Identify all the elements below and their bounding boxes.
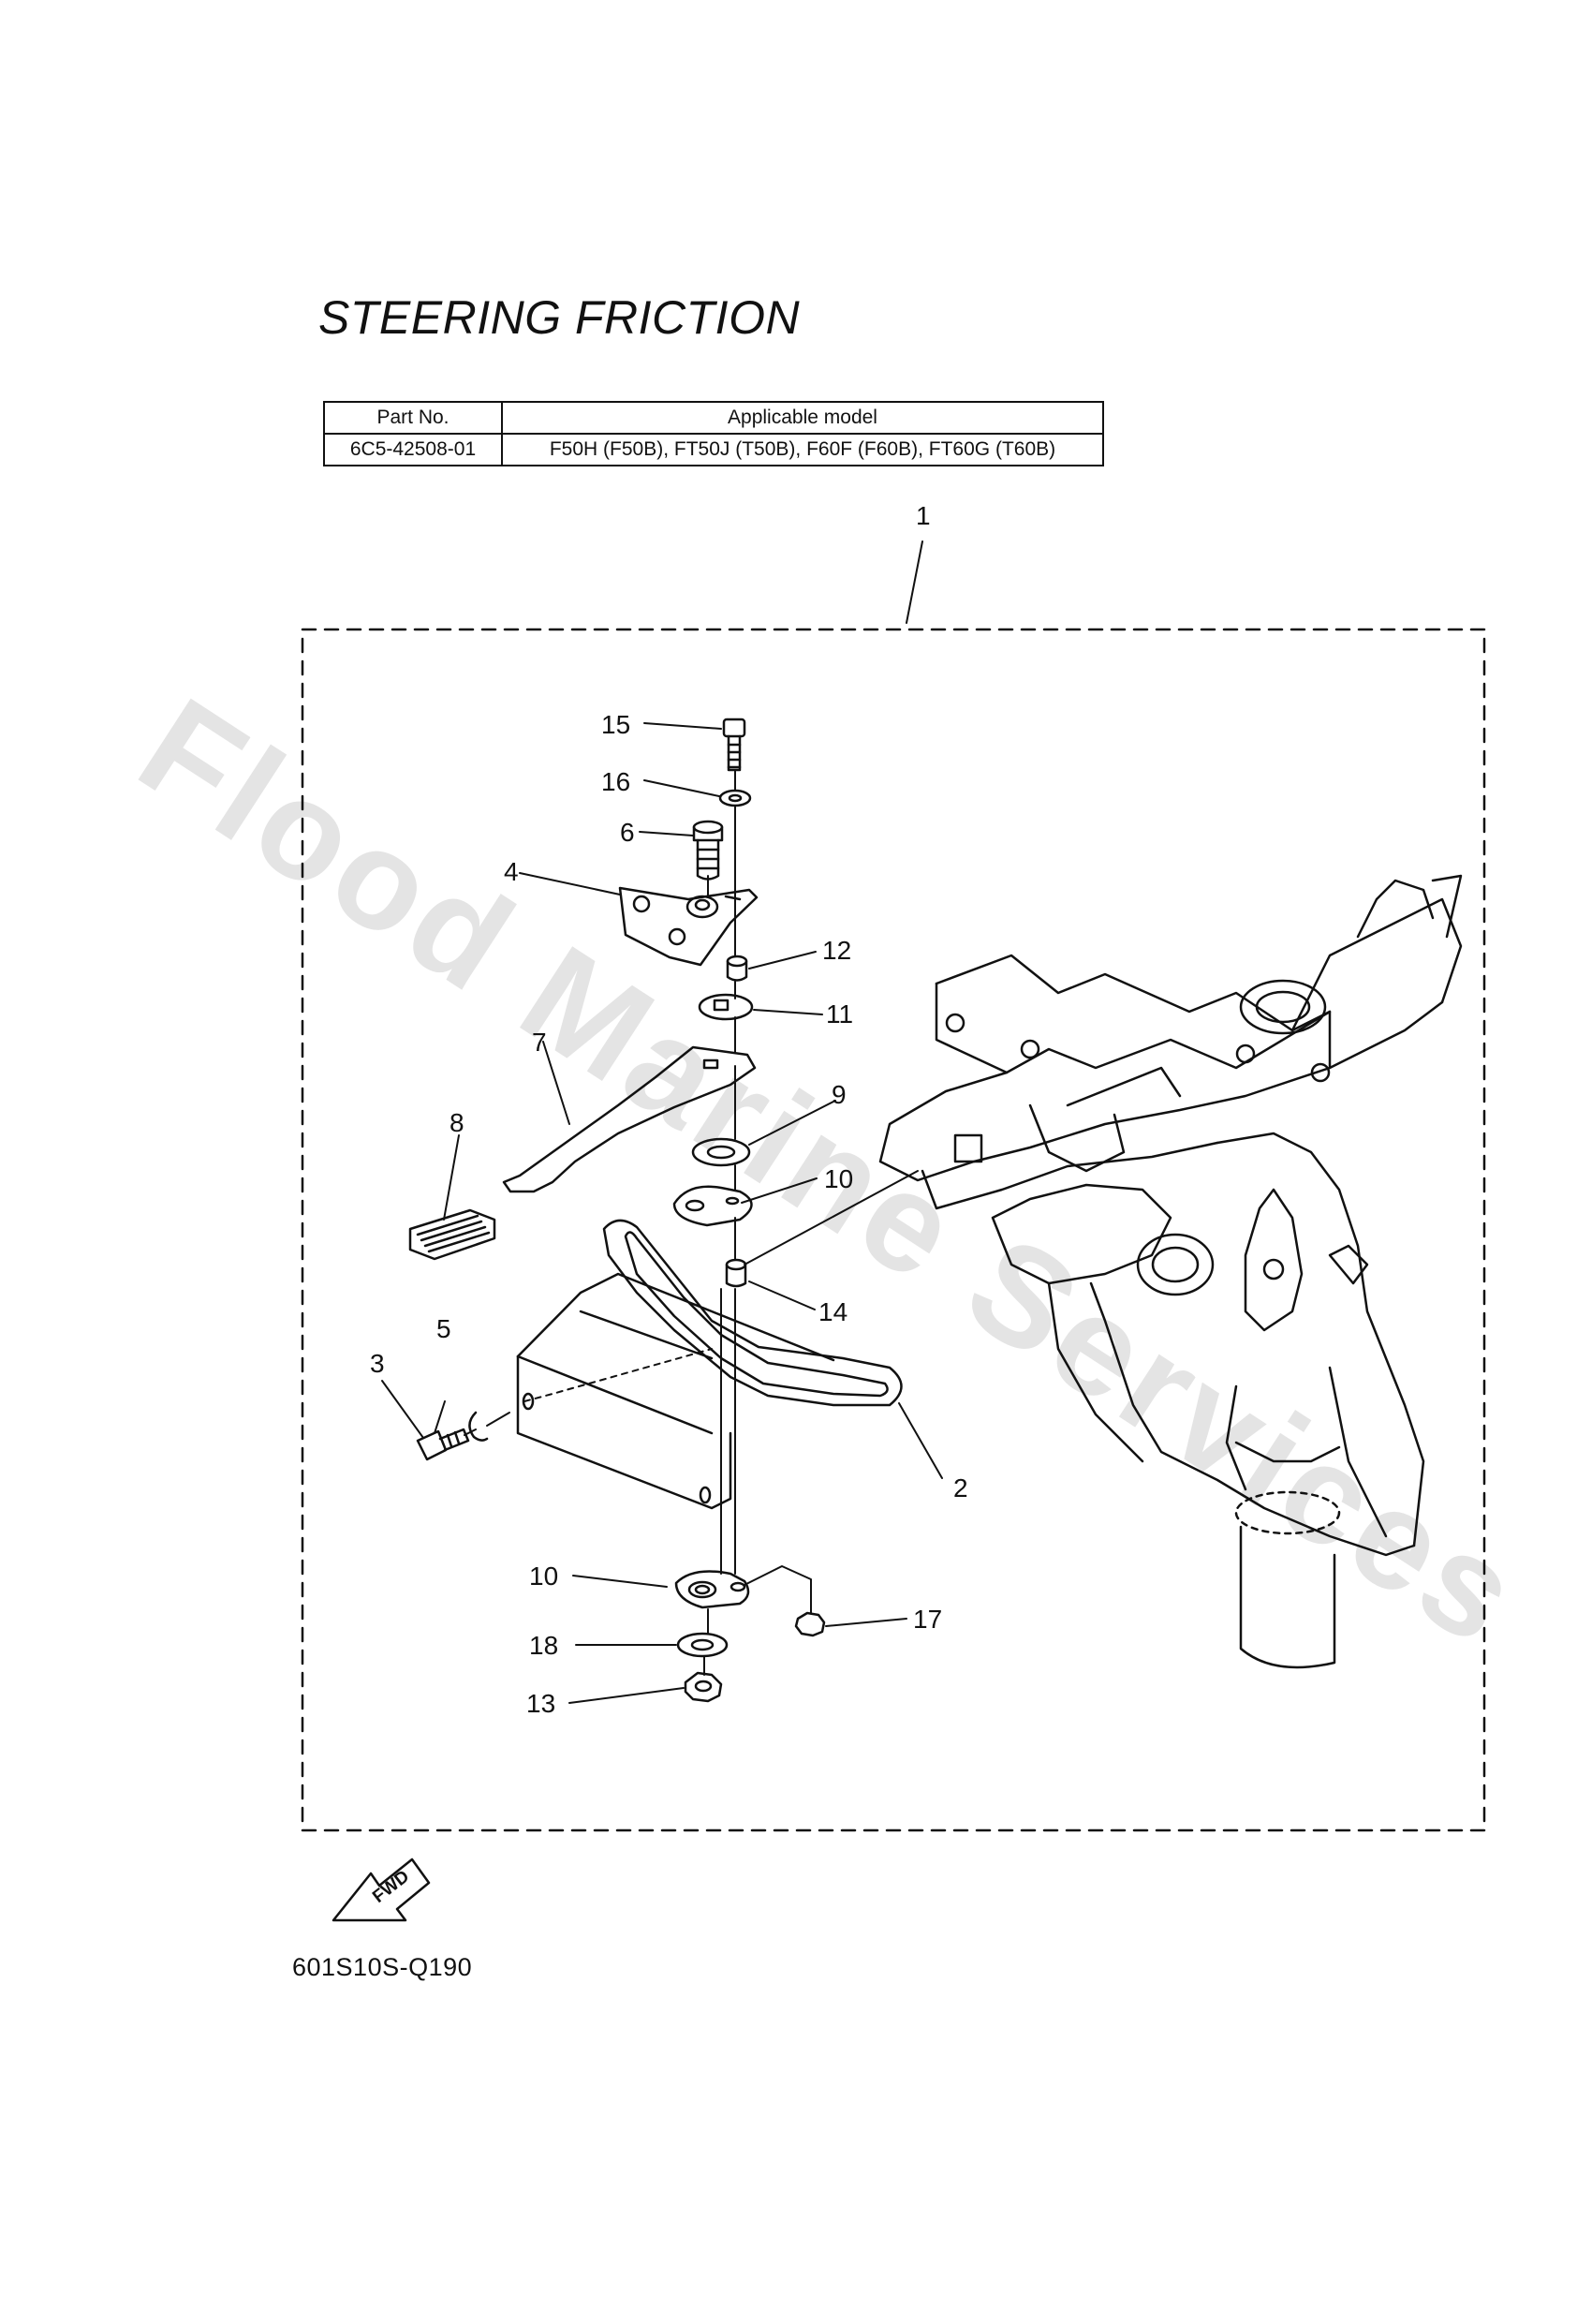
part-13-nut (684, 1671, 723, 1703)
part-17-nut (794, 1611, 826, 1637)
table-row: 6C5-42508-01 F50H (F50B), FT50J (T50B), … (323, 433, 1104, 466)
callout-9: 9 (832, 1080, 847, 1109)
parts-table-applicable-model: F50H (F50B), FT50J (T50B), F60F (F60B), … (501, 433, 1104, 466)
callout-13: 13 (526, 1689, 555, 1718)
parts-table-header-applicable-model: Applicable model (501, 401, 1104, 435)
callout-8: 8 (450, 1108, 464, 1137)
fwd-arrow-icon (332, 1858, 431, 1922)
part-3-screw (416, 1428, 470, 1461)
callout-11: 11 (826, 999, 853, 1029)
callout-15: 15 (601, 710, 630, 739)
callout-2: 2 (953, 1473, 968, 1502)
diagram-code: 601S10S-Q190 (292, 1953, 473, 1981)
callout-16: 16 (601, 767, 630, 796)
part-6-pin (692, 820, 724, 881)
part-15-bolt (722, 718, 746, 772)
callout-5: 5 (436, 1314, 451, 1343)
page-title: STEERING FRICTION (318, 291, 801, 344)
callout-1: 1 (916, 501, 931, 530)
leader-lines (381, 540, 943, 1704)
part-14-collar (725, 1258, 747, 1288)
callout-12: 12 (822, 936, 851, 965)
callout-3: 3 (370, 1349, 385, 1378)
callout-10-upper: 10 (824, 1164, 853, 1193)
part-16-washer (718, 789, 752, 807)
part-10-plate-lower (674, 1570, 750, 1609)
callout-14: 14 (818, 1297, 847, 1326)
part-11-washer (698, 993, 754, 1021)
part-2-friction-bracket (516, 1219, 903, 1510)
callout-10-lower: 10 (529, 1562, 558, 1591)
part-18-washer (676, 1632, 729, 1658)
part-10-plate-upper (672, 1185, 753, 1227)
callout-17: 17 (913, 1605, 942, 1634)
parts-table-part-number: 6C5-42508-01 (323, 433, 503, 466)
part-4-plate (618, 886, 759, 967)
assembly-lines (464, 769, 919, 1676)
callout-18: 18 (529, 1631, 558, 1660)
part-7-lever (502, 1045, 757, 1193)
callout-6: 6 (620, 818, 635, 847)
kit-boundary-box (301, 628, 1486, 1832)
bracket-illustration (878, 874, 1463, 1669)
part-12-collar (726, 955, 748, 982)
part-5-circlip (468, 1411, 489, 1442)
callout-7: 7 (532, 1028, 547, 1057)
callout-4: 4 (504, 857, 519, 886)
part-9-washer (691, 1137, 751, 1167)
parts-table-header-row: Part No. Applicable model (323, 401, 1104, 435)
part-8-grip (408, 1208, 496, 1261)
parts-table-header-part-no: Part No. (323, 401, 503, 435)
parts-table: Part No. Applicable model 6C5-42508-01 F… (323, 401, 1104, 466)
